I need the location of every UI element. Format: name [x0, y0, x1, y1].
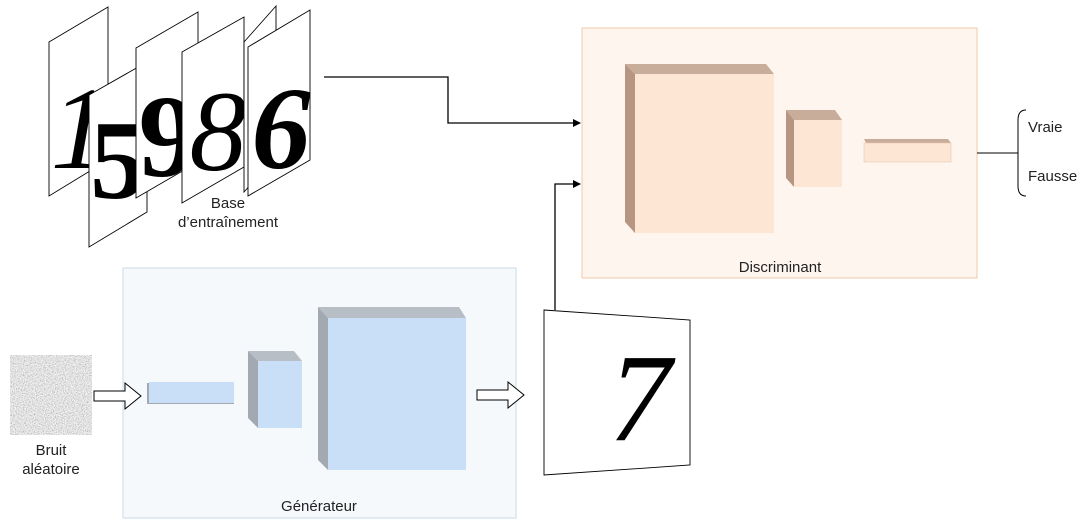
generator-to-output-arrow	[476, 380, 525, 410]
generated-to-discriminator-arrow	[554, 180, 581, 310]
training-card-4: 8	[181, 16, 247, 204]
discriminator-label: Discriminant	[738, 259, 822, 276]
digit-8: 8	[190, 68, 247, 195]
generator-block-large	[318, 307, 466, 470]
noise-label-line1: Bruit	[35, 442, 67, 459]
output-brace	[1017, 109, 1027, 197]
discriminator-block-flat	[863, 139, 952, 163]
generator-label: Générateur	[281, 498, 357, 515]
generated-image-card: 7	[543, 309, 691, 476]
training-to-discriminator-arrow	[324, 76, 581, 127]
training-card-6: 6	[247, 9, 311, 197]
generator-block-medium	[248, 351, 302, 428]
generator-block-flat	[147, 382, 234, 404]
digit-7: 7	[609, 330, 676, 468]
noise-label-line2: aléatoire	[22, 461, 80, 478]
discriminator-block-large	[625, 64, 774, 233]
noise-to-generator-arrow	[93, 381, 142, 411]
noise-image	[10, 355, 92, 435]
training-base-label-line1: Base	[210, 195, 246, 212]
digit-6: 6	[252, 63, 311, 194]
training-base-label-line2: d’entraînement	[177, 214, 279, 231]
training-image-stack: 1 5 9 8 6	[48, 4, 311, 248]
fake-output-label: Fausse	[1028, 168, 1078, 185]
discriminator-block-medium	[786, 110, 842, 187]
real-output-label: Vraie	[1028, 119, 1063, 136]
